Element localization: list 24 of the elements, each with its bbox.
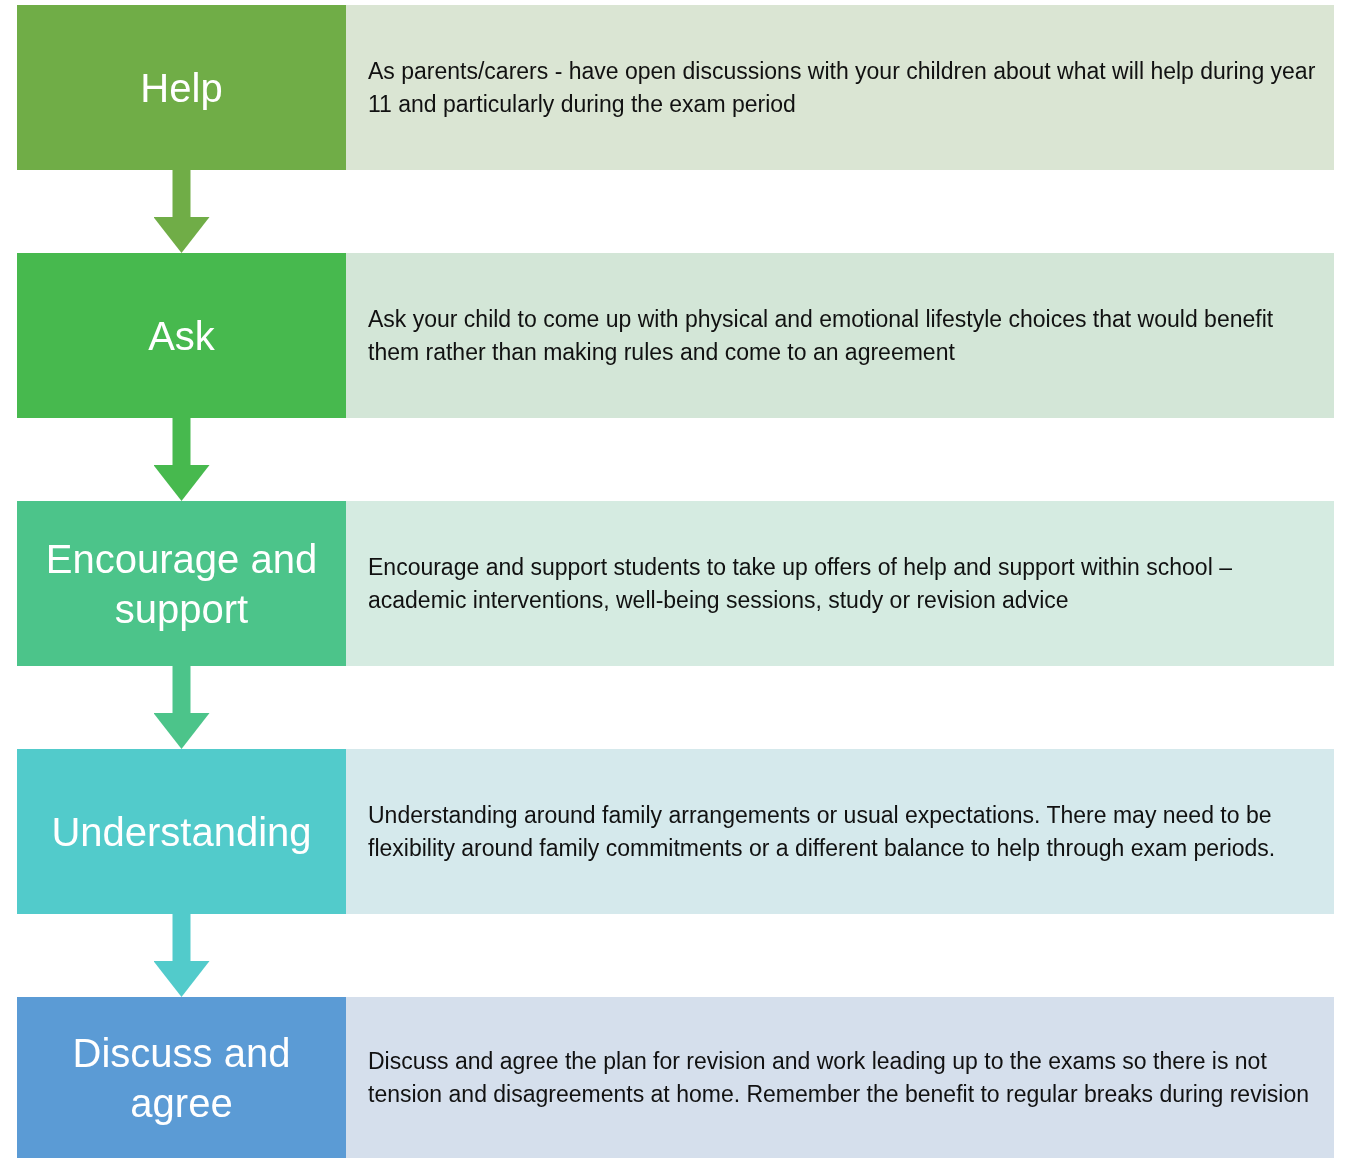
description-box <box>346 501 1334 666</box>
step-description: As parents/carers - have open discussions with your children about what will help during year 11 and particularly during the exam period <box>368 57 1316 119</box>
description-box <box>346 253 1334 418</box>
arrow <box>153 914 210 997</box>
arrow <box>153 418 210 501</box>
step-title: Discuss and agree <box>71 1029 292 1127</box>
step-description: Understanding around family arrangements or usual expectations. There may need to be flexibility around family commitments or a different balance to help through exam periods. <box>368 801 1277 863</box>
step-title: Encourage and support <box>44 535 319 633</box>
description-box <box>346 749 1334 914</box>
step-box <box>17 5 346 170</box>
step-description: Ask your child to come up with physical and emotional lifestyle choices that would benefit them rather than making rules and come to an agreement <box>368 305 1275 367</box>
arrow <box>153 170 210 253</box>
step-title: Understanding <box>51 808 312 856</box>
step-box <box>17 501 346 666</box>
step-box <box>17 253 346 418</box>
arrow <box>153 666 210 749</box>
description-box <box>346 997 1334 1158</box>
step-description: Discuss and agree the plan for revision and work leading up to the exams so there is not tension and disagreements at home. Remember the benefit to regular breaks during revision <box>368 1047 1310 1109</box>
step-title: Help <box>140 64 223 112</box>
step-box <box>17 997 346 1158</box>
description-box <box>346 5 1334 170</box>
step-description: Encourage and support students to take up offers of help and support within school – academic interventions, well-being sessions, study or revision advice <box>368 553 1233 615</box>
step-title: Ask <box>148 312 215 360</box>
step-box <box>17 749 346 914</box>
